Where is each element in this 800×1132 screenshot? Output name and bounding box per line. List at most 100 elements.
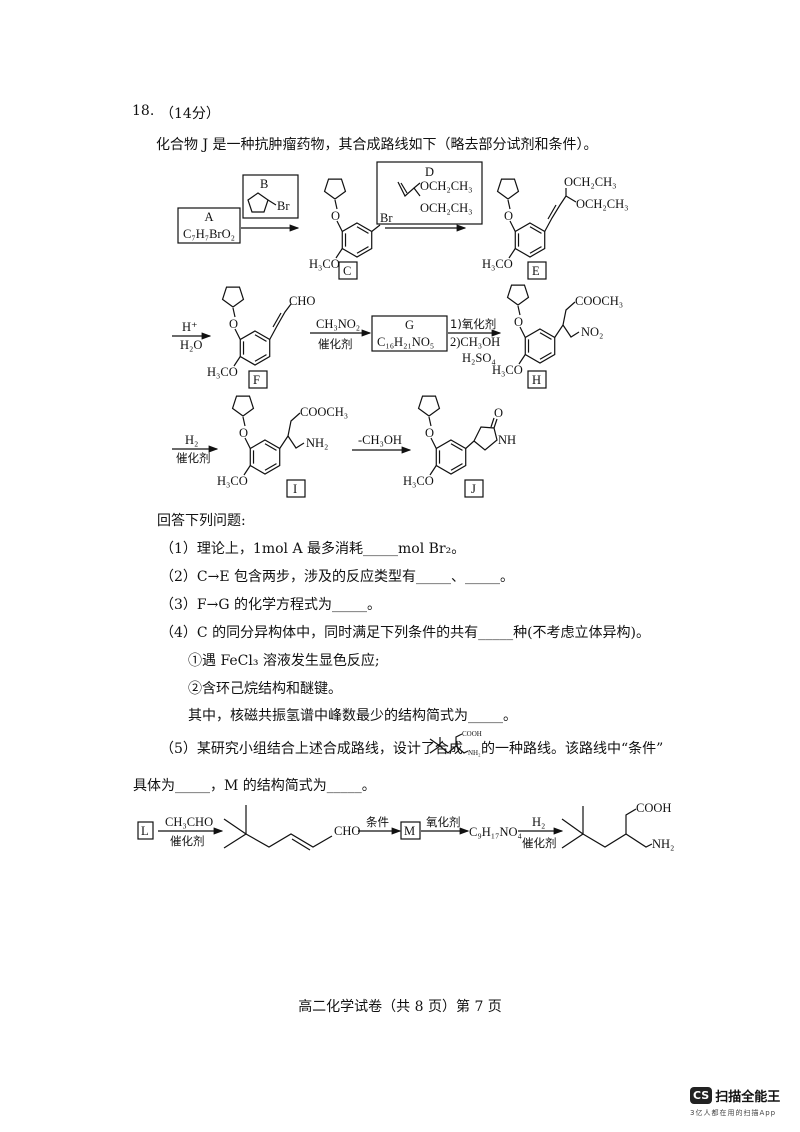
compound-f-label: F — [253, 373, 260, 387]
q5-nh2: NH₂ — [468, 749, 481, 757]
benzene-ring — [239, 330, 271, 366]
compound-j-box — [464, 479, 484, 498]
step-gh-acid: H₂SO₄ — [462, 351, 496, 365]
step-ij-byproduct: -CH₃OH — [358, 433, 402, 447]
compound-a-label: A — [204, 210, 213, 224]
compound-h-label: H — [532, 373, 541, 387]
reagent-d-box: D OCH₂CH₃ OCH₂CH₃ — [376, 161, 483, 225]
question-1: （1）理论上，1mol A 最多消耗_____mol Br₂。 — [160, 541, 466, 557]
step-hi-catalyst: 催化剂 — [176, 451, 211, 465]
aromatic-double-bond — [529, 246, 542, 254]
compound-c-label: C — [343, 264, 351, 278]
step-ef-reagent: H⁺ — [182, 320, 198, 334]
q5-cooh: COOH — [462, 730, 482, 738]
aromatic-double-bond — [539, 332, 552, 340]
compound-a-formula: C₇H₇BrO₂ — [183, 227, 235, 241]
methoxy-group: H₃CO — [482, 257, 513, 271]
ether-oxygen: O — [229, 317, 238, 331]
benzene-ring — [435, 439, 467, 475]
compound-i-structure: COOCH₃ NH₂ O H₃CO — [217, 395, 348, 488]
methoxy-group: H₃CO — [217, 474, 248, 488]
compound-i-box — [286, 479, 306, 498]
step1-catalyst: 催化剂 — [170, 834, 205, 848]
compound-e-oet2: OCH₂CH₃ — [576, 197, 628, 211]
reagent-d-label: D — [425, 165, 434, 179]
step-gh-methanol: 2)CH₃OH — [450, 335, 500, 349]
methoxy-group: H₃CO — [207, 365, 238, 379]
compound-j-carbonyl-o: O — [494, 406, 503, 420]
compound-g-formula: C₁₆H₂₁NO₅ — [377, 335, 434, 349]
step1-reagent: CH₃CHO — [165, 815, 213, 829]
compound-f-structure: CHO O H₃CO — [207, 286, 315, 379]
enal-cho: CHO — [334, 824, 360, 838]
step-gh-oxidant: 1)氧化剂 — [450, 317, 496, 331]
benzene-ring — [249, 439, 281, 475]
cyclopentyl-ring — [323, 178, 347, 200]
cyclopentyl-ring — [506, 284, 530, 306]
compound-h-box — [527, 370, 547, 389]
question-4-condition-2: ②含环己烷结构和醚键。 — [188, 681, 342, 697]
step4-catalyst: 催化剂 — [522, 836, 557, 850]
aromatic-double-bond — [450, 463, 463, 471]
compound-c-br: Br — [380, 211, 393, 225]
page-footer: 高二化学试卷（共 8 页）第 7 页 — [298, 999, 502, 1015]
reagent-b-label: B — [260, 177, 268, 191]
aromatic-double-bond — [356, 246, 369, 254]
methoxy-group: H₃CO — [403, 474, 434, 488]
reagent-d-oet1: OCH₂CH₃ — [420, 179, 472, 193]
step-fg-catalyst: 催化剂 — [318, 337, 353, 351]
aromatic-double-bond — [529, 226, 542, 234]
product-nh2: NH₂ — [652, 837, 674, 851]
question-4: （4）C 的同分异构体中，同时满足下列条件的共有_____种(不考虑立体异构)。 — [160, 625, 650, 641]
question-2: （2）C→E 包含两步，涉及的反应类型有_____、_____。 — [160, 569, 515, 585]
ether-oxygen: O — [239, 426, 248, 440]
compound-e-label: E — [532, 264, 540, 278]
scanner-logo-icon: CS — [690, 1087, 713, 1104]
benzene-ring — [341, 222, 373, 258]
aromatic-double-bond — [539, 352, 552, 360]
aromatic-double-bond — [264, 463, 277, 471]
cyclopentyl-ring — [417, 395, 441, 417]
compound-h-nitro: NO₂ — [581, 325, 603, 339]
methoxy-group: H₃CO — [309, 257, 340, 271]
step-ef-solvent: H₂O — [180, 338, 202, 352]
question-5-part-c: 具体为_____，M 的结构简式为_____。 — [133, 778, 376, 794]
compound-m-box — [400, 821, 421, 840]
reagent-b-br: Br — [277, 199, 290, 213]
aromatic-double-bond — [254, 354, 267, 362]
step4-reagent: H₂ — [532, 815, 545, 829]
compound-e-box — [527, 261, 547, 280]
aromatic-double-bond — [450, 443, 463, 451]
question-intro: 化合物 J 是一种抗肿瘤药物，其合成路线如下（略去部分试剂和条件）。 — [156, 137, 598, 153]
ether-oxygen: O — [504, 209, 513, 223]
compound-f-cho: CHO — [289, 294, 315, 308]
final-product-structure: COOH NH₂ — [561, 801, 674, 851]
compound-e-oet1: OCH₂CH₃ — [564, 175, 616, 189]
compound-i-amine: NH₂ — [306, 436, 328, 450]
product-cooh: COOH — [636, 801, 671, 815]
question-5-part-a: （5）某研究小组结合上述合成路线，设计了合成 — [160, 741, 463, 757]
scanner-name: 扫描全能王 — [715, 1090, 781, 1105]
compound-e-structure: OCH₂CH₃ OCH₂CH₃ O H₃CO — [482, 175, 628, 271]
enal-structure: CHO — [223, 805, 360, 851]
compound-i-ester: COOCH₃ — [300, 405, 348, 419]
benzene-ring — [514, 222, 546, 258]
aromatic-double-bond — [356, 226, 369, 234]
compound-h-ester: COOCH₃ — [575, 294, 623, 308]
question-5-part-b: 的一种路线。该路线中“条件” — [481, 741, 664, 757]
step2-condition: 条件 — [366, 815, 389, 829]
compound-l-box — [137, 821, 154, 840]
compound-g-box — [371, 315, 448, 352]
reagent-d-oet2: OCH₂CH₃ — [420, 201, 472, 215]
benzene-ring — [524, 328, 556, 364]
question-number: 18. — [132, 103, 155, 119]
question-4-condition-1: ①遇 FeCl₃ 溶液发生显色反应; — [188, 653, 380, 669]
cyclopentyl-ring — [221, 286, 245, 308]
scanner-tagline: 3亿人都在用的扫描App — [690, 1109, 777, 1117]
aromatic-double-bond — [264, 443, 277, 451]
